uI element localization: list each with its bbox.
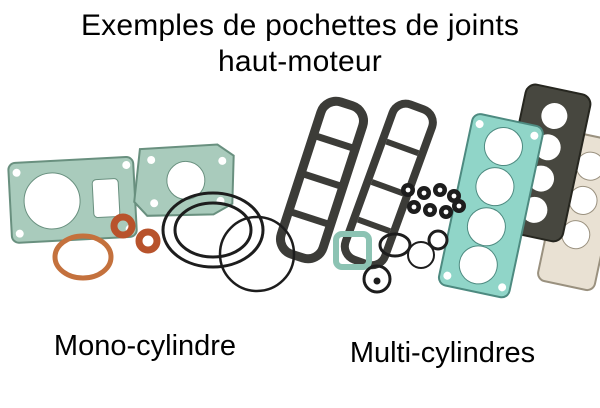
bore-hole bbox=[541, 102, 568, 129]
bolt-hole bbox=[147, 155, 156, 164]
o-ring bbox=[407, 241, 435, 269]
cover-gasket-2-image bbox=[340, 99, 437, 270]
exhaust-ring-2-image bbox=[135, 228, 161, 254]
valve-seal-hole bbox=[451, 193, 457, 199]
bolt-hole bbox=[150, 199, 159, 208]
bolt-hole bbox=[122, 161, 131, 170]
bolt-hole bbox=[443, 271, 452, 280]
valve-seal-hole bbox=[411, 204, 417, 210]
valve-seal-hole bbox=[405, 187, 411, 193]
caption-multi-cylindres: Multi-cylindres bbox=[349, 337, 536, 369]
gasket-crossbar bbox=[385, 138, 420, 156]
bore-hole bbox=[475, 167, 515, 207]
caption-mono-cylindre: Mono-cylindre bbox=[53, 330, 237, 362]
gasket-crossbar bbox=[291, 209, 328, 227]
seal-washer-dot bbox=[373, 277, 381, 285]
cover-gasket-2-loop bbox=[340, 99, 437, 270]
valve-seal-hole bbox=[437, 187, 443, 193]
gasket-crossbar bbox=[316, 133, 353, 151]
gasket-crossbar bbox=[356, 216, 391, 234]
o-ring bbox=[378, 232, 412, 258]
mono-base-gasket-image bbox=[133, 143, 235, 217]
bolt-hole bbox=[530, 131, 539, 140]
valve-seal-hole bbox=[421, 190, 427, 196]
valve-seal-hole bbox=[443, 209, 449, 215]
small-o-rings-right bbox=[362, 229, 449, 294]
double-o-ring-image bbox=[161, 191, 265, 269]
bore-hole bbox=[483, 127, 523, 167]
valve-seals-cluster bbox=[401, 183, 466, 219]
valve-seal-hole bbox=[427, 207, 433, 213]
seal-washer bbox=[362, 264, 392, 294]
o-ring bbox=[427, 229, 449, 251]
gasket-crossbar bbox=[370, 179, 405, 197]
valve-seal-hole bbox=[456, 203, 462, 209]
bolt-hole bbox=[12, 168, 21, 177]
multi-head-gasket-image bbox=[437, 113, 544, 299]
o-ring-outer bbox=[161, 191, 265, 269]
cover-gasket-1-loop bbox=[276, 96, 368, 264]
oval-seal-image bbox=[52, 233, 114, 281]
o-ring-inner bbox=[173, 201, 253, 259]
bolt-hole bbox=[15, 229, 24, 238]
cover-gasket-1-image bbox=[276, 96, 368, 264]
bolt-hole bbox=[475, 120, 484, 129]
title-line-1: Exemples de pochettes de joints bbox=[80, 9, 520, 42]
bore-hole bbox=[23, 172, 81, 230]
bolt-hole bbox=[218, 156, 227, 165]
multi-base-gasket-image bbox=[537, 131, 600, 292]
small-square-gasket-image bbox=[333, 231, 372, 270]
bore-hole bbox=[458, 245, 498, 285]
large-o-ring-image bbox=[218, 215, 296, 293]
bore-hole bbox=[466, 207, 506, 247]
exhaust-ring-1-image bbox=[110, 213, 136, 239]
bolt-hole bbox=[498, 283, 507, 292]
title-line-2: haut-moteur bbox=[218, 45, 382, 78]
page-title: Exemples de pochettes de joints haut-mot… bbox=[0, 8, 600, 80]
cutout-hole bbox=[91, 178, 121, 219]
gasket-crossbar bbox=[303, 171, 341, 189]
